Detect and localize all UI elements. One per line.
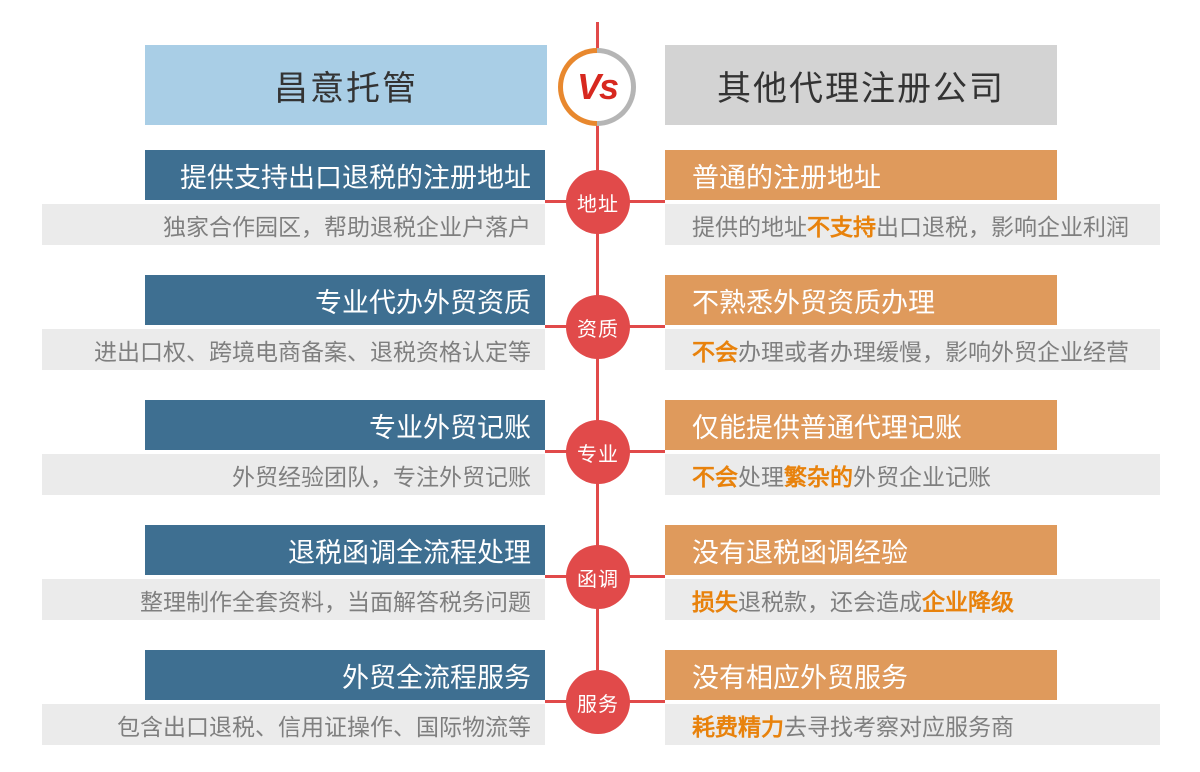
left-advantage-bar: 外贸全流程服务 (145, 650, 545, 700)
right-drawback-title: 没有相应外贸服务 (692, 662, 908, 693)
left-advantage-desc-bar: 包含出口退税、信用证操作、国际物流等 (42, 704, 545, 745)
right-drawback-desc: 提供的地址不支持出口退税，影响企业利润 (692, 213, 1129, 240)
right-drawback-title: 普通的注册地址 (692, 162, 881, 193)
category-label: 专业 (577, 443, 619, 466)
right-drawback-title: 仅能提供普通代理记账 (692, 412, 962, 443)
left-advantage-title: 退税函调全流程处理 (288, 537, 531, 568)
right-drawback-desc-bar: 不会办理或者办理缓慢，影响外贸企业经营 (665, 329, 1160, 370)
right-drawback-desc-bar: 损失退税款，还会造成企业降级 (665, 579, 1160, 620)
category-node-inquiry: 函调 (566, 545, 630, 609)
category-label: 资质 (577, 318, 619, 341)
right-company-title: 其他代理注册公司 (717, 69, 1005, 108)
right-drawback-desc: 不会办理或者办理缓慢，影响外贸企业经营 (692, 338, 1129, 365)
left-advantage-desc: 外贸经验团队，专注外贸记账 (232, 463, 531, 490)
left-advantage-desc-bar: 进出口权、跨境电商备案、退税资格认定等 (42, 329, 545, 370)
comparison-row-qualification: 专业代办外贸资质 进出口权、跨境电商备案、退税资格认定等 资质 不熟悉外贸资质办… (0, 275, 1200, 370)
right-drawback-bar: 普通的注册地址 (665, 150, 1057, 200)
left-advantage-bar: 提供支持出口退税的注册地址 (145, 150, 545, 200)
comparison-row-service: 外贸全流程服务 包含出口退税、信用证操作、国际物流等 服务 没有相应外贸服务 耗… (0, 650, 1200, 745)
left-advantage-bar: 退税函调全流程处理 (145, 525, 545, 575)
vs-badge-icon: Vs (558, 48, 636, 126)
comparison-row-professional: 专业外贸记账 外贸经验团队，专注外贸记账 专业 仅能提供普通代理记账 不会处理繁… (0, 400, 1200, 495)
category-node-service: 服务 (566, 670, 630, 734)
center-spine-line (596, 22, 599, 704)
left-advantage-title: 专业代办外贸资质 (315, 287, 531, 318)
category-label: 服务 (577, 693, 619, 716)
right-drawback-desc: 损失退税款，还会造成企业降级 (692, 588, 1014, 615)
right-drawback-desc: 不会处理繁杂的外贸企业记账 (692, 463, 991, 490)
right-drawback-desc-bar: 耗费精力去寻找考察对应服务商 (665, 704, 1160, 745)
right-drawback-bar: 不熟悉外贸资质办理 (665, 275, 1057, 325)
vs-label: Vs (563, 53, 631, 121)
left-advantage-desc-bar: 独家合作园区，帮助退税企业户落户 (42, 204, 545, 245)
left-company-title: 昌意托管 (274, 69, 418, 108)
left-advantage-title: 专业外贸记账 (369, 412, 531, 443)
right-drawback-desc-bar: 不会处理繁杂的外贸企业记账 (665, 454, 1160, 495)
comparison-row-address: 提供支持出口退税的注册地址 独家合作园区，帮助退税企业户落户 地址 普通的注册地… (0, 150, 1200, 245)
right-drawback-bar: 仅能提供普通代理记账 (665, 400, 1057, 450)
left-advantage-bar: 专业外贸记账 (145, 400, 545, 450)
left-advantage-desc: 整理制作全套资料，当面解答税务问题 (140, 588, 531, 615)
right-drawback-desc-bar: 提供的地址不支持出口退税，影响企业利润 (665, 204, 1160, 245)
left-advantage-desc: 包含出口退税、信用证操作、国际物流等 (117, 713, 531, 740)
left-advantage-bar: 专业代办外贸资质 (145, 275, 545, 325)
right-drawback-title: 没有退税函调经验 (692, 537, 908, 568)
left-advantage-desc: 独家合作园区，帮助退税企业户落户 (163, 213, 531, 240)
category-label: 地址 (577, 193, 619, 216)
left-advantage-title: 提供支持出口退税的注册地址 (180, 162, 531, 193)
left-company-header: 昌意托管 (145, 45, 547, 125)
category-node-professional: 专业 (566, 420, 630, 484)
comparison-row-inquiry: 退税函调全流程处理 整理制作全套资料，当面解答税务问题 函调 没有退税函调经验 … (0, 525, 1200, 620)
right-company-header: 其他代理注册公司 (665, 45, 1057, 125)
left-advantage-desc-bar: 整理制作全套资料，当面解答税务问题 (42, 579, 545, 620)
right-drawback-title: 不熟悉外贸资质办理 (692, 287, 935, 318)
right-drawback-bar: 没有相应外贸服务 (665, 650, 1057, 700)
left-advantage-desc: 进出口权、跨境电商备案、退税资格认定等 (94, 338, 531, 365)
right-drawback-desc: 耗费精力去寻找考察对应服务商 (692, 713, 1014, 740)
left-advantage-title: 外贸全流程服务 (342, 662, 531, 693)
right-drawback-bar: 没有退税函调经验 (665, 525, 1057, 575)
category-node-qualification: 资质 (566, 295, 630, 359)
category-node-address: 地址 (566, 170, 630, 234)
left-advantage-desc-bar: 外贸经验团队，专注外贸记账 (42, 454, 545, 495)
category-label: 函调 (577, 568, 619, 591)
